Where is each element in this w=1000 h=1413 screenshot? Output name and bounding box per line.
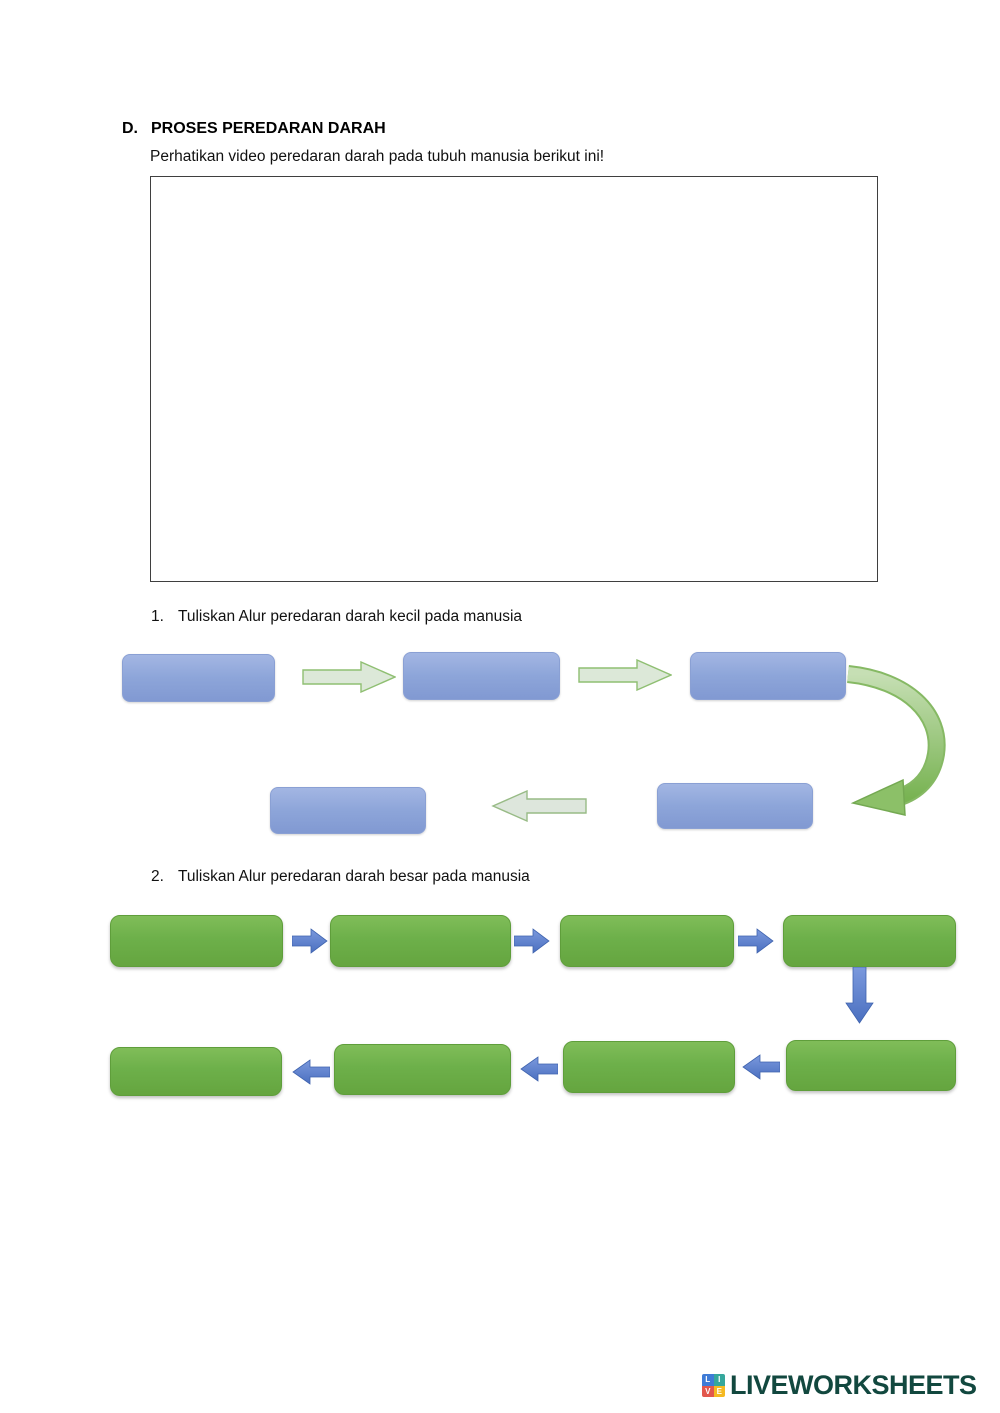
arrow-left-icon [292, 1059, 331, 1085]
arrow-left-icon [520, 1056, 559, 1082]
answer-box-large-7[interactable] [334, 1044, 511, 1095]
logo-tile-e: E [713, 1385, 725, 1397]
question-1-number: 1. [151, 608, 164, 625]
question-2-text: Tuliskan Alur peredaran darah besar pada… [177, 868, 530, 885]
arrow-right-icon [291, 928, 328, 954]
arrow-right-icon [737, 928, 774, 954]
arrow-left-icon [742, 1054, 781, 1080]
answer-box-small-2[interactable] [403, 652, 560, 700]
answer-box-large-2[interactable] [330, 915, 511, 967]
answer-box-large-4[interactable] [783, 915, 956, 967]
logo-tile-l: L [702, 1374, 714, 1386]
brand-wordmark: LIVEWORKSHEETS [730, 1370, 977, 1400]
section-title: PROSES PEREDARAN DARAH [151, 120, 386, 137]
liveworksheets-icon: L I V E [702, 1374, 725, 1397]
answer-box-small-3[interactable] [690, 652, 846, 700]
arrow-right-icon [302, 660, 397, 694]
answer-box-large-1[interactable] [110, 915, 283, 967]
arrow-left-icon [491, 789, 587, 823]
question-1-text: Tuliskan Alur peredaran darah kecil pada… [177, 608, 523, 625]
answer-box-large-6[interactable] [563, 1041, 735, 1093]
answer-box-large-8[interactable] [110, 1047, 282, 1096]
arrow-right-icon [513, 928, 550, 954]
answer-box-large-3[interactable] [560, 915, 734, 967]
answer-box-small-4[interactable] [270, 787, 426, 834]
answer-box-small-5[interactable] [657, 783, 813, 829]
curved-arrow-icon [845, 662, 955, 817]
arrow-down-icon [845, 966, 874, 1024]
section-label: D. [122, 120, 138, 137]
logo-tile-i: I [713, 1374, 725, 1386]
arrow-right-icon [578, 658, 673, 692]
logo-tile-v: V [702, 1385, 714, 1397]
instruction-text: Perhatikan video peredaran darah pada tu… [150, 148, 605, 165]
section-heading: D. PROSES PEREDARAN DARAH [122, 120, 386, 138]
video-placeholder[interactable] [150, 176, 878, 582]
question-1: 1. Tuliskan Alur peredaran darah kecil p… [151, 608, 522, 626]
answer-box-large-5[interactable] [786, 1040, 956, 1091]
liveworksheets-logo[interactable]: L I V E LIVEWORKSHEETS [702, 1370, 977, 1400]
answer-box-small-1[interactable] [122, 654, 275, 702]
question-2: 2. Tuliskan Alur peredaran darah besar p… [151, 868, 530, 886]
question-2-number: 2. [151, 868, 164, 885]
